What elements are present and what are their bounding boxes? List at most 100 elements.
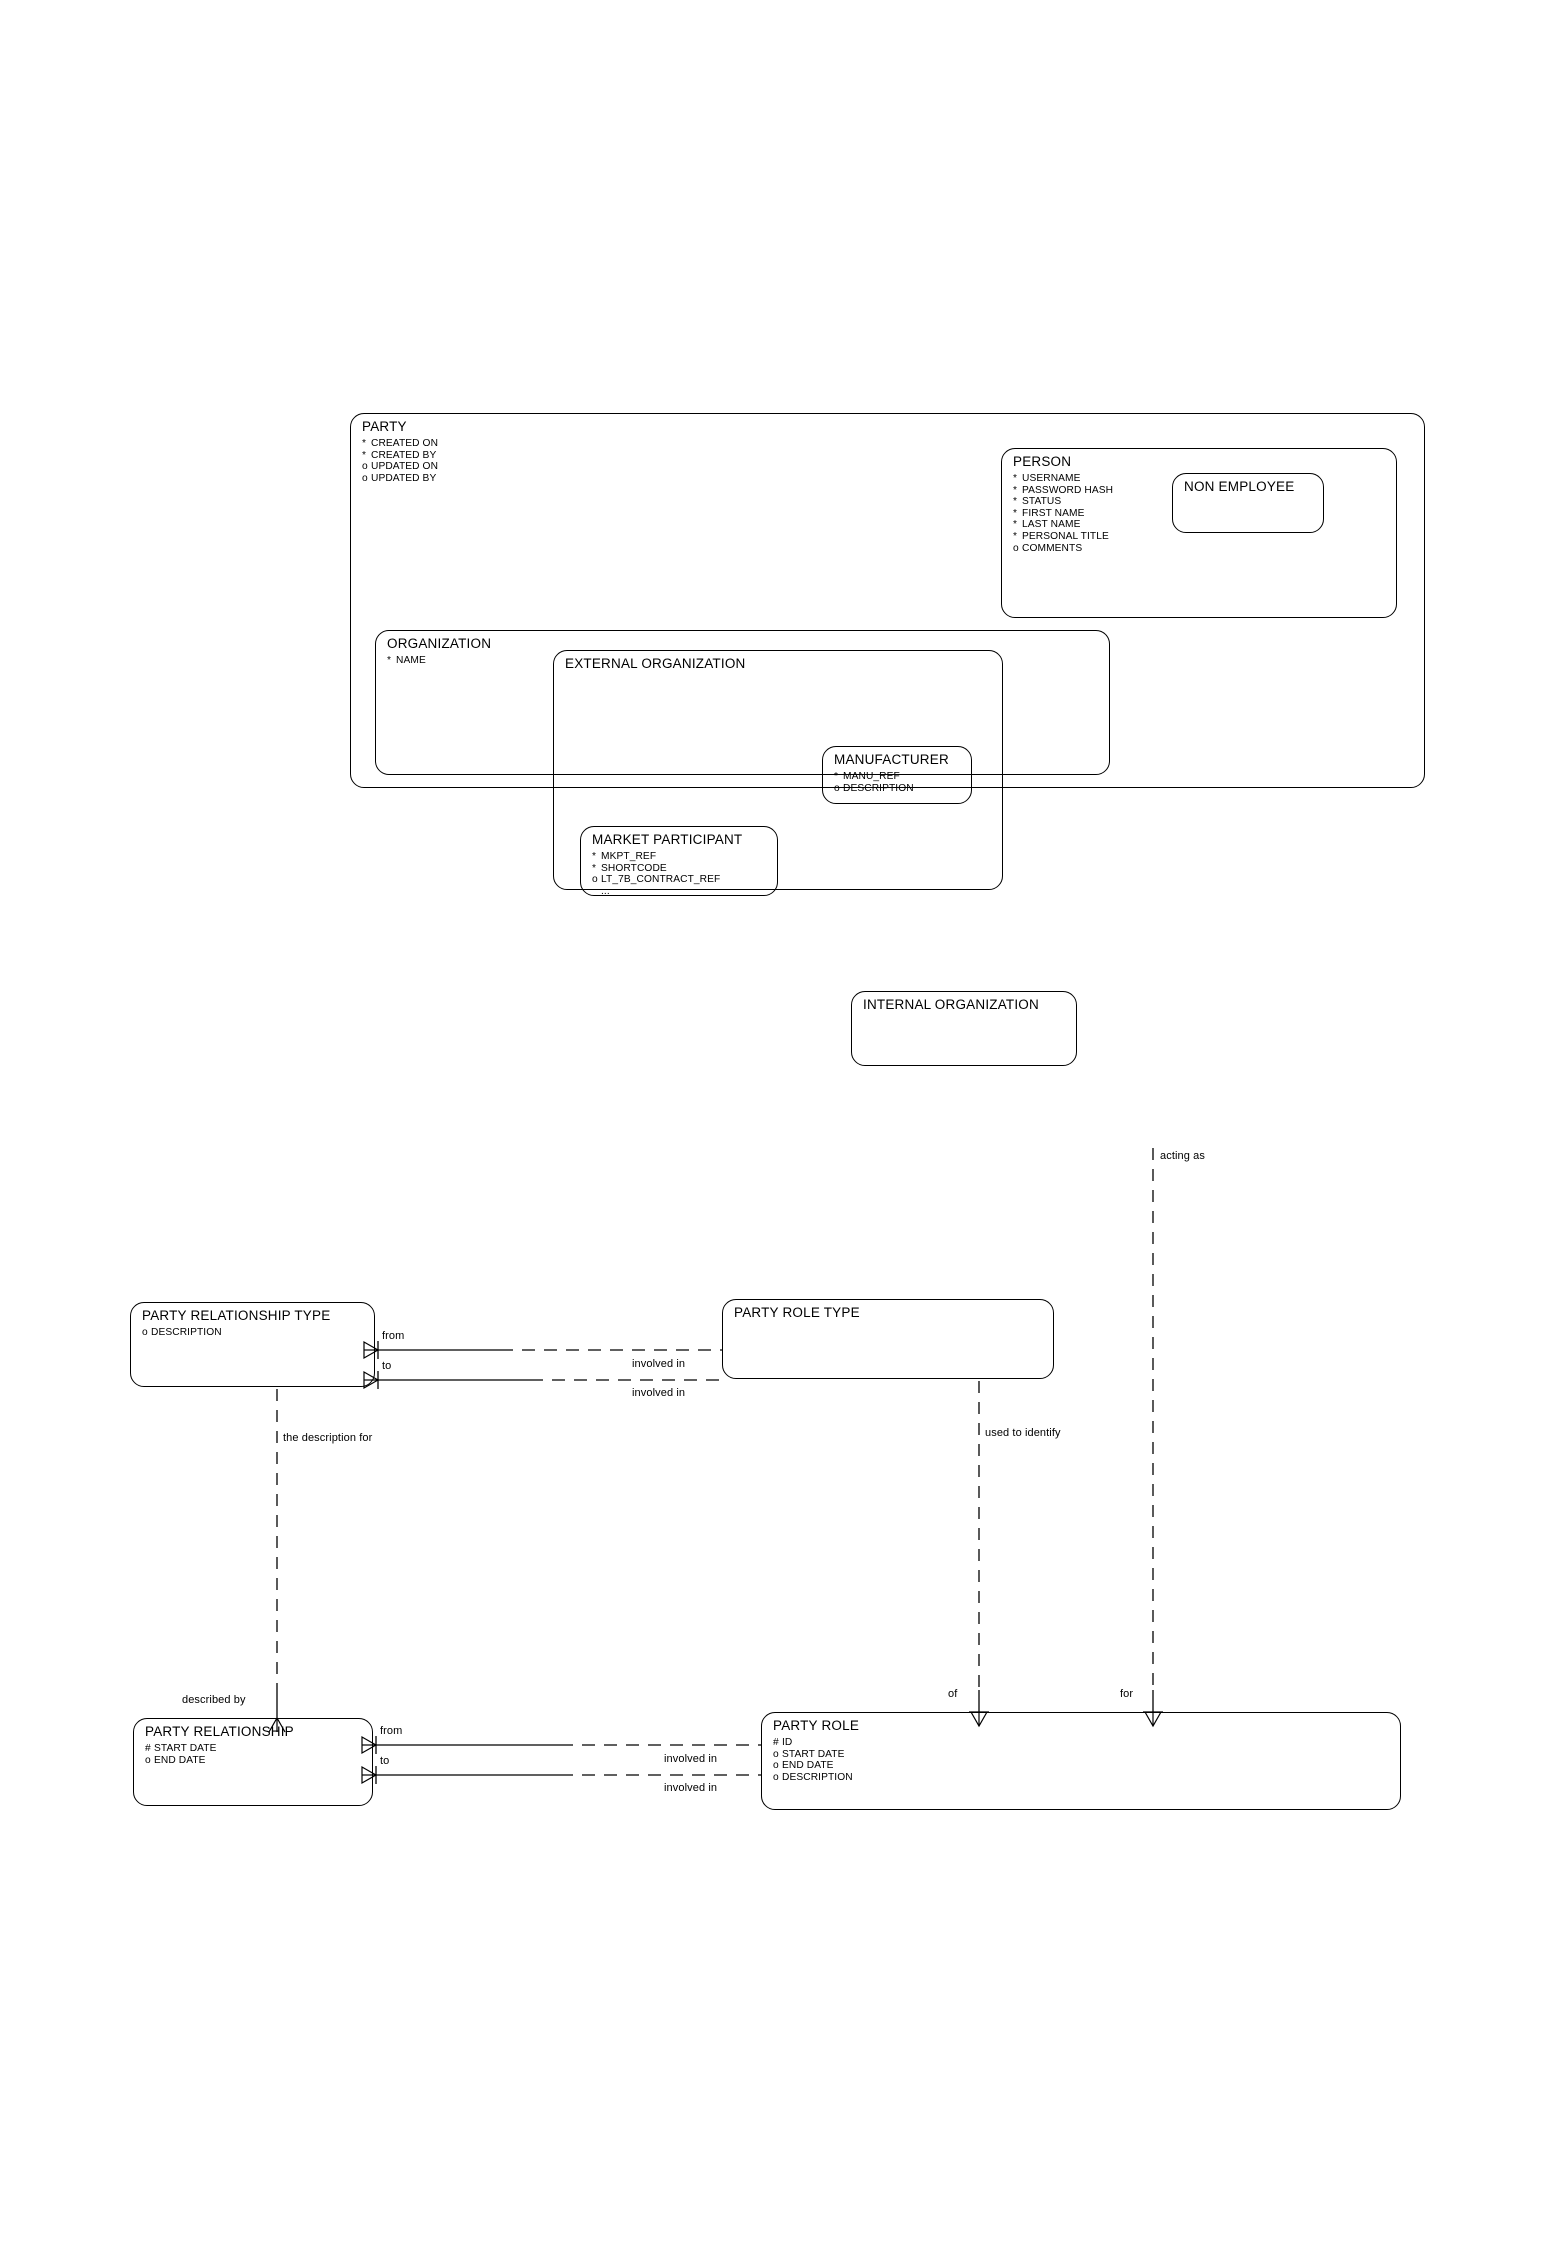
entity-internal-organization[interactable]: INTERNAL ORGANIZATION [851, 991, 1077, 1066]
relationship-label-prt-involved-in-2: involved in [632, 1387, 686, 1399]
entity-person[interactable]: PERSON * USERNAME * PASSWORD HASH * STATUS … [1001, 448, 1397, 618]
attribute-label: START DATE [782, 1748, 845, 1760]
attribute-row: * USERNAME [1013, 473, 1113, 485]
entity-non-employee[interactable]: NON EMPLOYEE [1172, 473, 1324, 533]
attribute-label: CREATED BY [371, 449, 437, 461]
relationship-label-pr-involved-in-2: involved in [664, 1782, 718, 1794]
entity-party-title: PARTY [362, 419, 407, 434]
attribute-marker: * [1013, 507, 1018, 519]
attribute-row: * NAME [387, 655, 426, 667]
attribute-marker: * [592, 851, 597, 862]
relationship-label-for: for [1120, 1688, 1134, 1700]
entity-organization-attributes: * NAME [387, 655, 426, 667]
relationship-label-prt-involved-in-1: involved in [632, 1358, 686, 1370]
attribute-marker: * [1013, 519, 1018, 531]
entity-party-relationship-title: PARTY RELATIONSHIP [145, 1724, 294, 1739]
entity-market-participant[interactable]: MARKET PARTICIPANT *MKPT_REF *SHORTCODE … [580, 826, 778, 898]
relationship-label-used-to-identify: used to identify [985, 1427, 1061, 1439]
attribute-label: END DATE [154, 1754, 206, 1766]
attribute-marker: o [362, 461, 368, 473]
relationship-label-the-description-for: the description for [283, 1432, 373, 1444]
attribute-marker: * [1013, 473, 1018, 484]
attribute-marker: o [773, 1748, 779, 1760]
relationship-label-of: of [948, 1688, 958, 1700]
attribute-marker: * [1013, 484, 1018, 496]
attribute-label: SHORTCODE [601, 862, 667, 874]
entity-non-employee-title: NON EMPLOYEE [1184, 479, 1295, 494]
attribute-row: * MANU_REF [834, 771, 914, 783]
attribute-row: * SHORTCODE [592, 863, 720, 875]
relationship-label-prt-from: from [382, 1330, 405, 1342]
attribute-marker: o [592, 874, 598, 886]
entity-party-relationship-type-title: PARTY RELATIONSHIP TYPE [142, 1308, 331, 1323]
attribute-marker: * [387, 655, 392, 666]
attribute-row: * PERSONAL TITLE [1013, 531, 1113, 543]
relationship-label-pr-from: from [380, 1725, 403, 1737]
attribute-label: MANU_REF [843, 771, 900, 782]
attribute-row: *CREATED ON [362, 438, 438, 450]
attribute-label: START DATE [154, 1743, 217, 1754]
entity-person-attributes: * USERNAME * PASSWORD HASH * STATUS * FIRST … [1013, 473, 1113, 554]
attribute-marker: * [834, 771, 839, 782]
attribute-marker: * [1013, 530, 1018, 542]
entity-external-organization[interactable]: EXTERNAL ORGANIZATION [553, 650, 1003, 890]
attribute-marker: # [773, 1737, 779, 1748]
entity-internal-organization-title: INTERNAL ORGANIZATION [863, 997, 1039, 1012]
attribute-marker: * [592, 862, 597, 874]
attribute-label: UPDATED ON [371, 461, 439, 473]
attribute-label: USERNAME [1022, 473, 1081, 484]
attribute-label: STATUS [1022, 496, 1062, 508]
attribute-marker: * [362, 449, 367, 461]
attribute-label: COMMENTS [1022, 542, 1083, 554]
attribute-marker: # [145, 1743, 151, 1754]
attribute-marker: o [834, 782, 840, 794]
attribute-marker: o [145, 1754, 151, 1766]
attribute-marker: * [362, 438, 367, 449]
attribute-marker: o [1013, 542, 1019, 554]
attribute-label: DESCRIPTION [782, 1771, 853, 1783]
attribute-row: *LAST NAME [1013, 519, 1113, 531]
entity-organization[interactable]: ORGANIZATION *NAME [375, 630, 1110, 775]
attribute-row: ... [592, 886, 720, 898]
entity-market-participant-title: MARKET PARTICIPANT [592, 832, 743, 847]
attribute-label: DESCRIPTION [843, 782, 914, 794]
attribute-label: ID [782, 1737, 793, 1748]
relationship-label-pr-involved-in-1: involved in [664, 1753, 718, 1765]
entity-party-role-type-title: PARTY ROLE TYPE [734, 1305, 860, 1320]
attribute-label: PASSWORD HASH [1022, 484, 1114, 496]
relationship-label-acting-as: acting as [1160, 1150, 1205, 1162]
entity-party-role-type[interactable]: PARTY ROLE TYPE [722, 1299, 1054, 1379]
attribute-marker: o [362, 472, 368, 484]
attribute-marker: o [773, 1771, 779, 1783]
entity-external-organization-title: EXTERNAL ORGANIZATION [565, 656, 746, 671]
relationship-label-described-by: described by [182, 1694, 246, 1706]
attribute-row: * CREATED BY [362, 450, 438, 462]
attribute-label: NAME [396, 655, 426, 666]
attribute-row: *MKPT_REF [592, 851, 720, 863]
relationship-label-pr-to: to [380, 1755, 390, 1767]
attribute-label: PERSONAL TITLE [1022, 530, 1109, 542]
entity-manufacturer-title: MANUFACTURER [834, 752, 949, 767]
attribute-label: LT_7B_CONTRACT_REF [601, 874, 721, 886]
entity-person-title: PERSON [1013, 454, 1072, 469]
attribute-label: FIRST NAME [1022, 507, 1085, 519]
attribute-marker: * [1013, 496, 1018, 508]
attribute-row: #ID [773, 1737, 853, 1749]
relationship-label-prt-to: to [382, 1360, 392, 1372]
